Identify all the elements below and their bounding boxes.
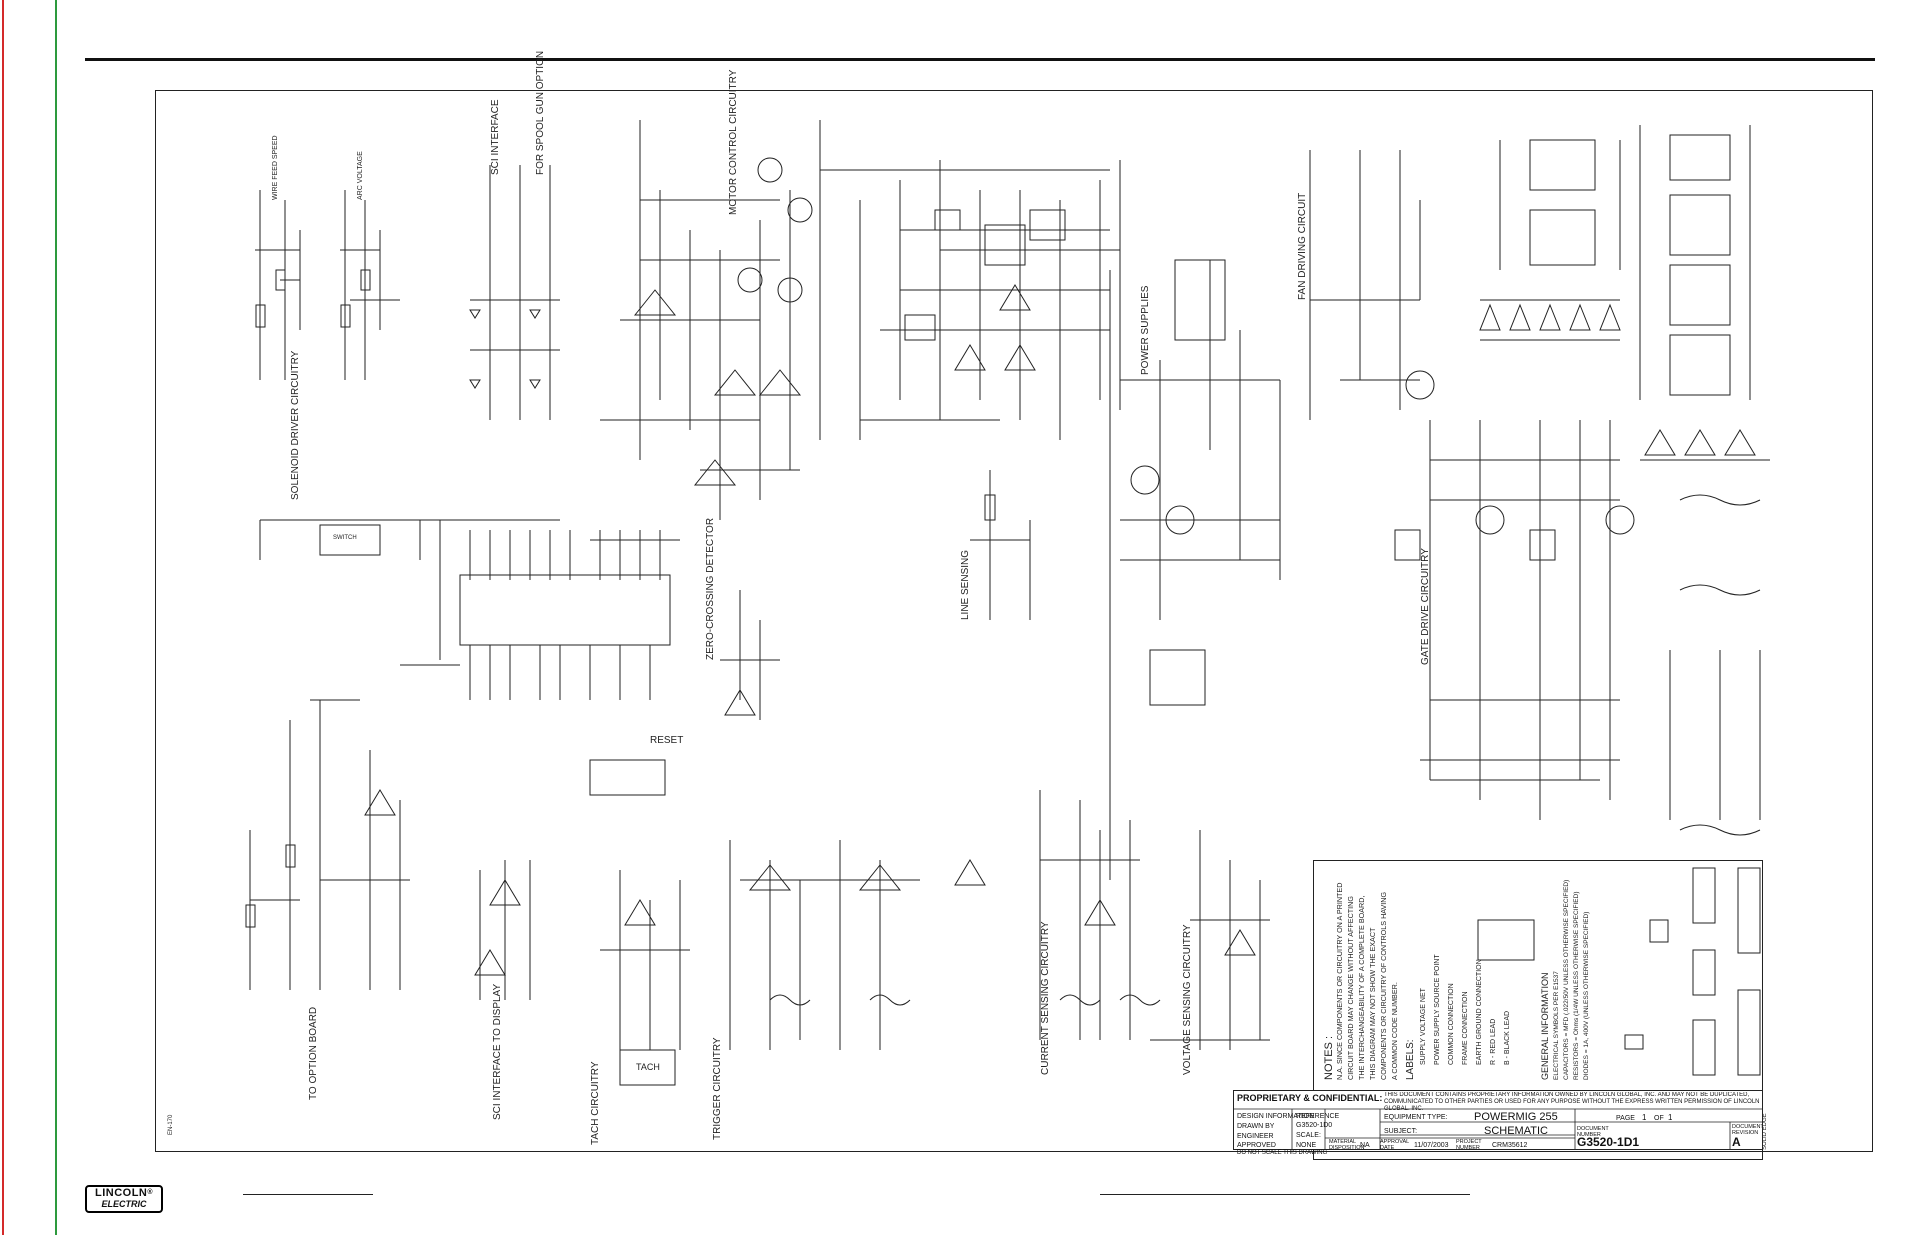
document-revision-label: DOCUMENT REVISION xyxy=(1732,1124,1762,1136)
approval-date-label: APPROVAL DATE xyxy=(1380,1139,1410,1151)
project-label: PROJECT NUMBER xyxy=(1456,1139,1482,1151)
header-rule xyxy=(85,58,1875,61)
document-number-label: DOCUMENT NUMBER xyxy=(1577,1126,1609,1138)
notes-box xyxy=(1313,860,1763,1160)
page-number: 1 xyxy=(1642,1113,1647,1122)
page-label: PAGE xyxy=(1616,1115,1635,1122)
equipment-type: POWERMIG 255 xyxy=(1474,1111,1558,1123)
document-revision: A xyxy=(1732,1135,1741,1149)
document-number: G3520-1D1 xyxy=(1577,1135,1640,1149)
do-not-scale: DO NOT SCALE THIS DRAWING xyxy=(1237,1150,1328,1156)
approval-date: 11/07/2003 xyxy=(1414,1142,1449,1149)
proprietary-heading: PROPRIETARY & CONFIDENTIAL: xyxy=(1237,1094,1383,1103)
switch-label: SWITCH xyxy=(333,535,357,541)
scale-label: SCALE: xyxy=(1296,1132,1321,1139)
page-of: OF xyxy=(1654,1115,1664,1122)
left-red-margin-line xyxy=(2,0,4,1235)
drawn-by-label: DRAWN BY xyxy=(1237,1123,1275,1130)
reference-label: REFERENCE xyxy=(1296,1113,1340,1120)
reset-label: RESET xyxy=(650,735,684,746)
scale-value: NONE xyxy=(1296,1142,1317,1149)
tach-box-label: TACH xyxy=(636,1062,660,1072)
material-label: MATERIAL DISPOSITION xyxy=(1329,1139,1365,1151)
engineer-label: ENGINEER xyxy=(1237,1133,1274,1140)
footer-underline-left xyxy=(243,1194,373,1195)
title-block: PROPRIETARY & CONFIDENTIAL: THIS DOCUMEN… xyxy=(1233,1090,1763,1156)
page-total: 1 xyxy=(1668,1113,1673,1122)
left-green-margin-line xyxy=(55,0,57,1235)
subject-label: SUBJECT: xyxy=(1384,1128,1418,1135)
material-value: NA xyxy=(1360,1142,1370,1149)
proprietary-text: THIS DOCUMENT CONTAINS PROPRIETARY INFOR… xyxy=(1384,1092,1760,1110)
equipment-type-label: EQUIPMENT TYPE: xyxy=(1384,1114,1448,1121)
approved-label: APPROVED xyxy=(1237,1142,1276,1149)
schematic-frame xyxy=(155,90,1873,1152)
footer-underline-right xyxy=(1100,1194,1470,1195)
design-information: DESIGN INFORMATION xyxy=(1237,1113,1315,1120)
project-number: CRM35612 xyxy=(1492,1142,1528,1149)
lincoln-electric-logo: LINCOLN® ELECTRIC xyxy=(85,1185,163,1213)
reference-value: G3520-1D0 xyxy=(1296,1122,1333,1129)
subject: SCHEMATIC xyxy=(1484,1125,1548,1137)
